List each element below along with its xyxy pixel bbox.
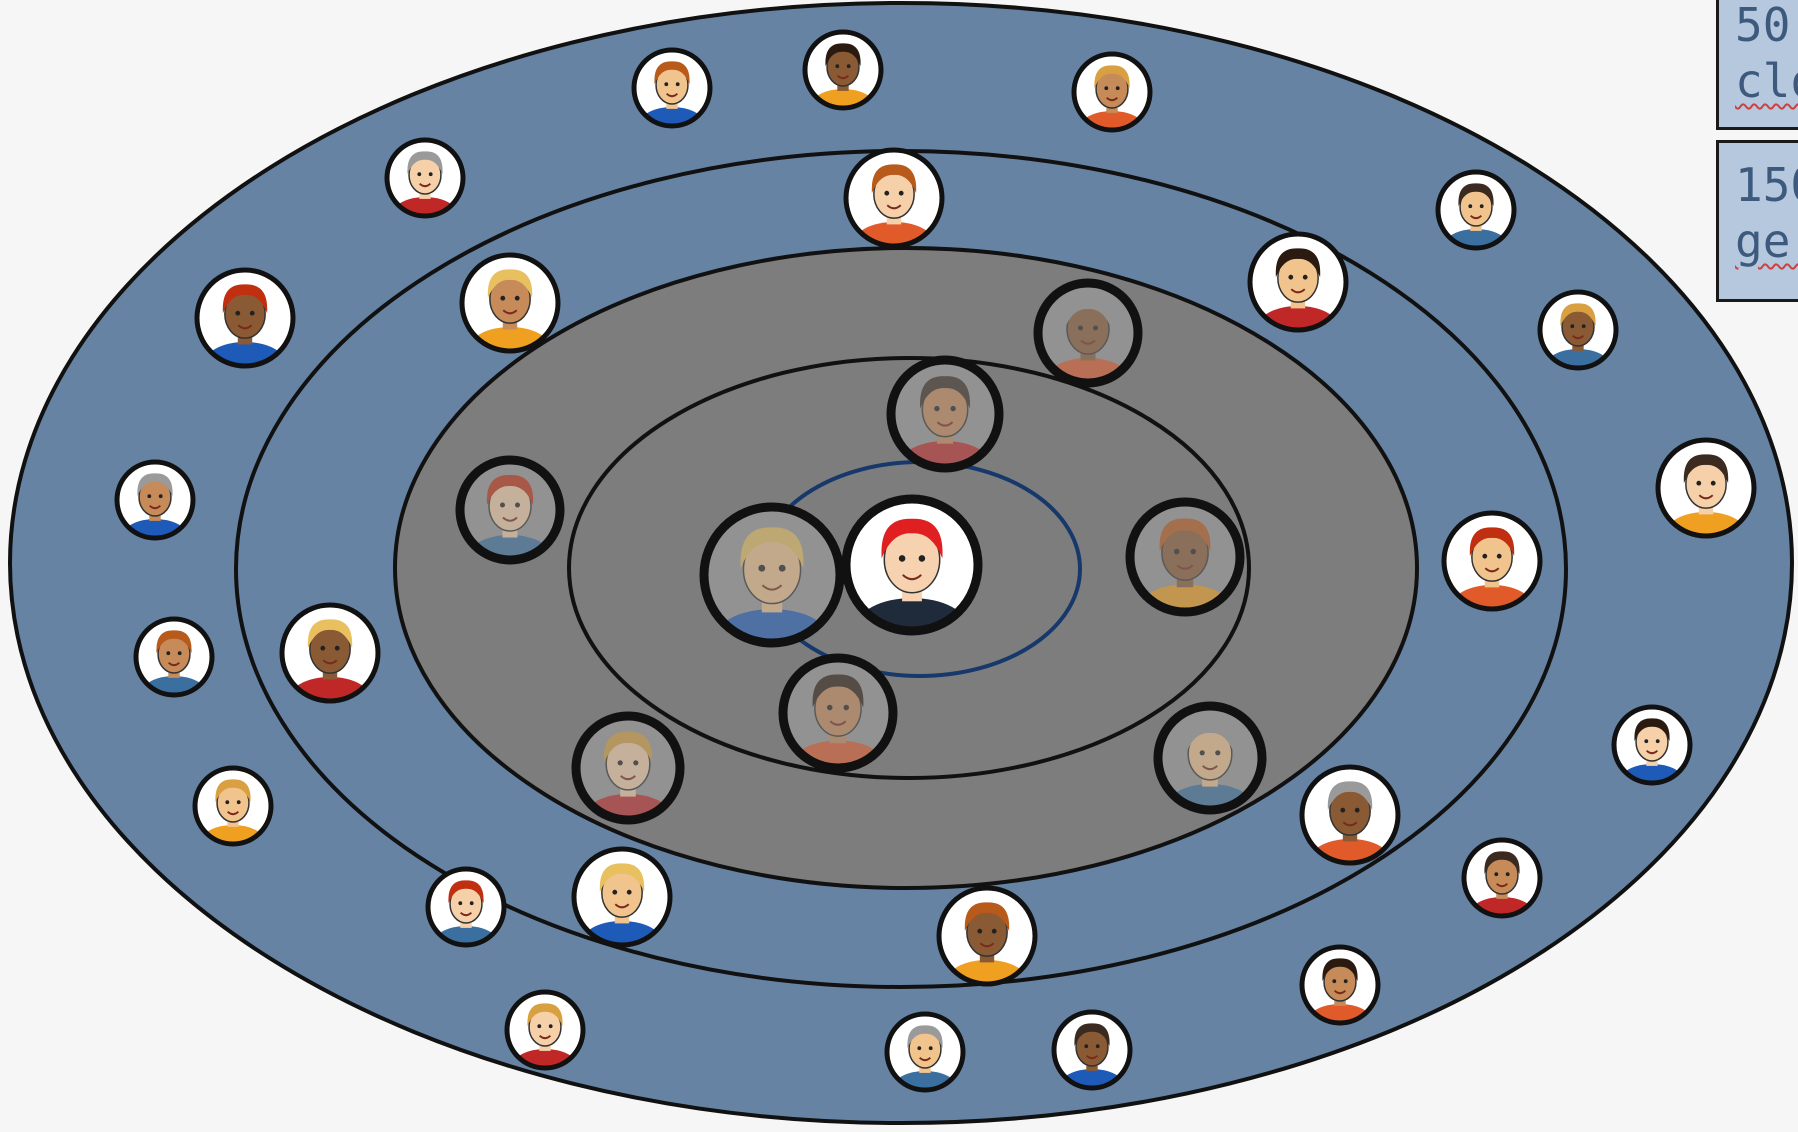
callout-top-line1: 50 <box>1719 0 1798 53</box>
callout-bottom: 150 ger <box>1716 140 1798 302</box>
callout-bottom-line1: 150 <box>1719 157 1798 213</box>
callout-top-line2: clo <box>1719 53 1798 109</box>
callout-top: 50 clo <box>1716 0 1798 130</box>
callout-bottom-line2: ger <box>1719 213 1798 269</box>
